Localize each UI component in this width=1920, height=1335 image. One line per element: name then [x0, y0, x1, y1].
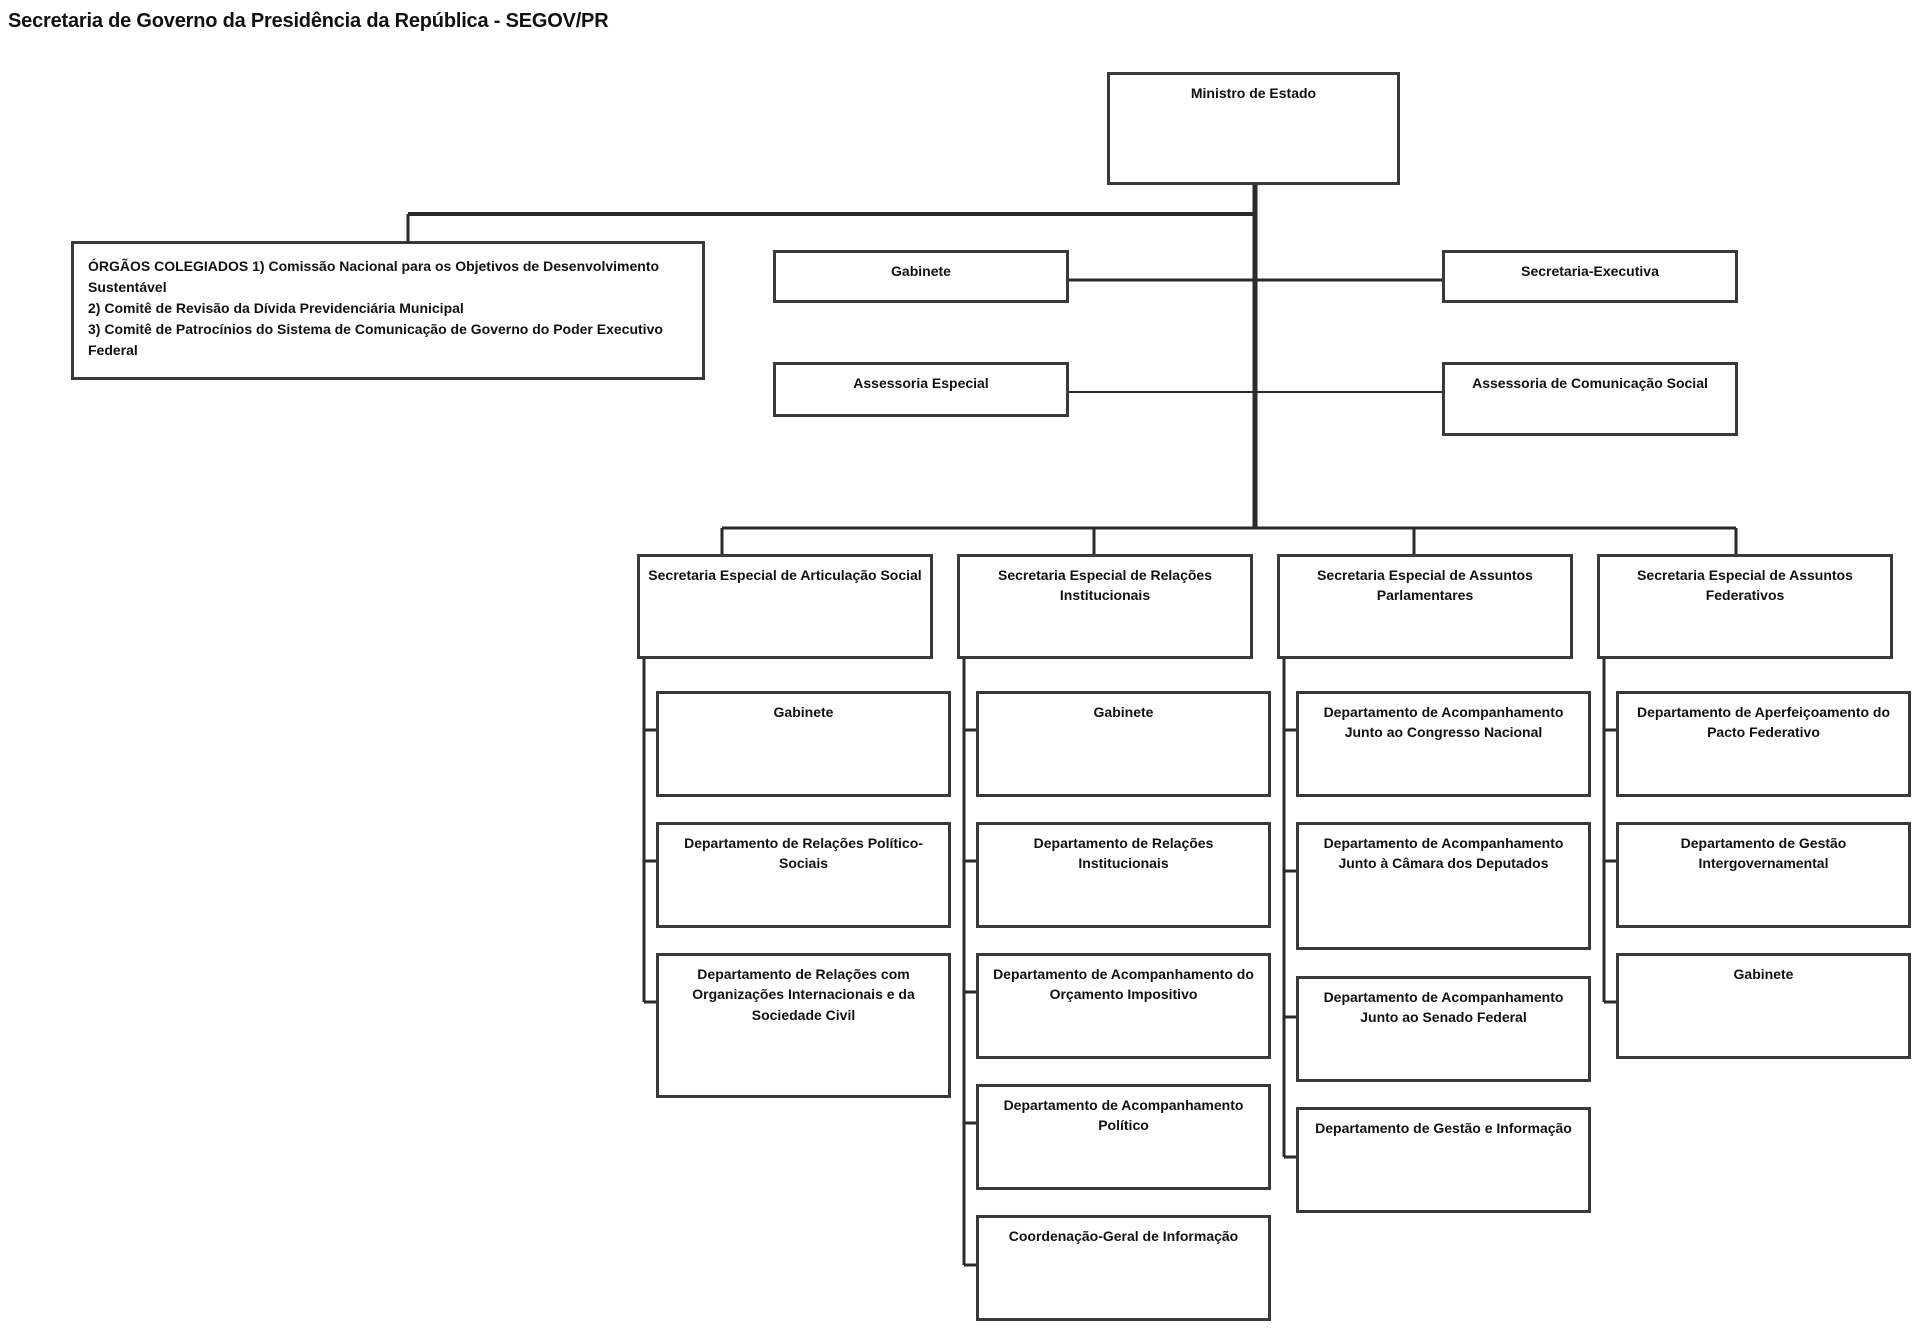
unit-label: Gabinete — [1093, 704, 1154, 720]
unit-box: Departamento de Acompanhamento Junto à C… — [1296, 822, 1591, 950]
unit-box: Coordenação-Geral de Informação — [976, 1215, 1271, 1321]
unit-label: Departamento de Gestão e Informação — [1315, 1120, 1572, 1136]
secretaria-articulacao-social-box: Secretaria Especial de Articulação Socia… — [637, 554, 933, 659]
secretaria-name: Secretaria Especial de Assuntos Federati… — [1637, 567, 1853, 604]
unit-box: Departamento de Relações Político-Sociai… — [656, 822, 951, 928]
unit-box: Gabinete — [656, 691, 951, 797]
unit-label: Coordenação-Geral de Informação — [1008, 1228, 1239, 1244]
assessoria-especial-box: Assessoria Especial — [773, 362, 1069, 417]
unit-box: Departamento de Acompanhamento Político — [976, 1084, 1271, 1190]
secretaria-relacoes-institucionais-box: Secretaria Especial de Relações Instituc… — [957, 554, 1253, 659]
orgaos-colegiados-box: ÓRGÃOS COLEGIADOS 1) Comissão Nacional p… — [71, 241, 705, 380]
orgaos-item-3: 3) Comitê de Patrocínios do Sistema de C… — [88, 321, 663, 358]
secretaria-assuntos-federativos-box: Secretaria Especial de Assuntos Federati… — [1597, 554, 1893, 659]
unit-box: Departamento de Aperfeiçoamento do Pacto… — [1616, 691, 1911, 797]
unit-box: Departamento de Acompanhamento Junto ao … — [1296, 691, 1591, 797]
secretaria-executiva-label: Secretaria-Executiva — [1521, 263, 1659, 279]
unit-label: Departamento de Relações com Organizaçõe… — [692, 966, 915, 1023]
minister-box: Ministro de Estado — [1107, 72, 1400, 185]
secretaria-executiva-box: Secretaria-Executiva — [1442, 250, 1738, 303]
orgaos-item-2: 2) Comitê de Revisão da Dívida Previdenc… — [88, 300, 464, 316]
unit-box: Departamento de Relações Institucionais — [976, 822, 1271, 928]
unit-label: Departamento de Acompanhamento Junto à C… — [1323, 835, 1564, 872]
orgaos-lead: ÓRGÃOS COLEGIADOS — [88, 258, 249, 274]
unit-label: Departamento de Relações Institucionais — [1033, 835, 1214, 872]
secretaria-name: Secretaria Especial de Relações Instituc… — [997, 567, 1213, 604]
unit-label: Gabinete — [1733, 966, 1794, 982]
orgaos-line-1: ÓRGÃOS COLEGIADOS 1) Comissão Nacional p… — [88, 256, 688, 298]
minister-label: Ministro de Estado — [1190, 85, 1317, 101]
unit-label: Departamento de Acompanhamento Político — [1003, 1097, 1244, 1134]
unit-box: Departamento de Acompanhamento Junto ao … — [1296, 976, 1591, 1082]
unit-box: Gabinete — [1616, 953, 1911, 1059]
assessoria-especial-label: Assessoria Especial — [853, 375, 989, 391]
secretaria-assuntos-parlamentares-box: Secretaria Especial de Assuntos Parlamen… — [1277, 554, 1573, 659]
unit-label: Departamento de Acompanhamento do Orçame… — [993, 966, 1254, 1003]
gabinete-minister-box: Gabinete — [773, 250, 1069, 303]
assessoria-comunicacao-label: Assessoria de Comunicação Social — [1472, 375, 1708, 391]
unit-label: Departamento de Acompanhamento Junto ao … — [1323, 989, 1564, 1026]
secretaria-name: Secretaria Especial de Articulação Socia… — [648, 567, 922, 583]
unit-label: Departamento de Gestão Intergovernamenta… — [1680, 835, 1847, 872]
unit-label: Departamento de Aperfeiçoamento do Pacto… — [1636, 704, 1891, 741]
page-title: Secretaria de Governo da Presidência da … — [8, 10, 609, 32]
gabinete-label: Gabinete — [891, 263, 951, 279]
orgaos-item-1: 1) Comissão Nacional para os Objetivos d… — [88, 258, 660, 295]
unit-label: Departamento de Acompanhamento Junto ao … — [1323, 704, 1564, 741]
unit-label: Gabinete — [773, 704, 834, 720]
assessoria-comunicacao-box: Assessoria de Comunicação Social — [1442, 362, 1738, 436]
unit-box: Departamento de Gestão Intergovernamenta… — [1616, 822, 1911, 928]
secretaria-name: Secretaria Especial de Assuntos Parlamen… — [1317, 567, 1533, 604]
unit-label: Departamento de Relações Político-Sociai… — [684, 835, 923, 872]
unit-box: Departamento de Relações com Organizaçõe… — [656, 953, 951, 1098]
unit-box: Gabinete — [976, 691, 1271, 797]
unit-box: Departamento de Acompanhamento do Orçame… — [976, 953, 1271, 1059]
unit-box: Departamento de Gestão e Informação — [1296, 1107, 1591, 1213]
